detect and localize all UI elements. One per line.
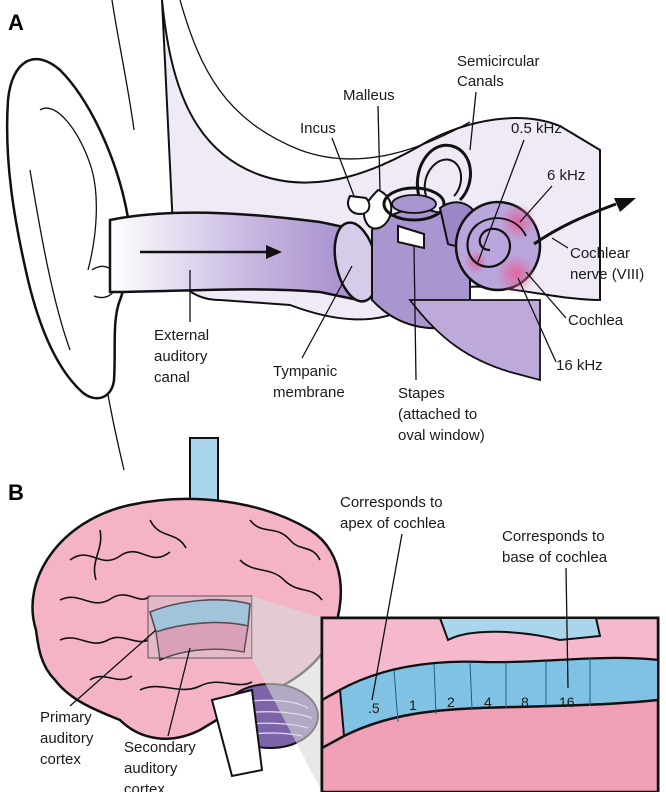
tonotopy-label: 16 xyxy=(559,694,575,710)
secondary-cortex-label: Secondary auditory cortex xyxy=(124,739,200,792)
panel-b-label: B xyxy=(8,480,24,505)
semicircular-canal xyxy=(392,195,436,213)
semicircular-canals-label: Semicircular Canals xyxy=(457,53,544,90)
incus xyxy=(348,196,369,214)
tonotopy-label: 4 xyxy=(484,694,492,710)
malleus-label: Malleus xyxy=(343,87,395,104)
external-canal xyxy=(110,213,358,300)
khz-05-label: 0.5 kHz xyxy=(511,120,562,137)
eustachian-tube xyxy=(410,300,540,380)
stapes-label: Stapes (attached to oval window) xyxy=(398,385,485,444)
tonotopy-label: 2 xyxy=(447,694,455,710)
primary-cortex-label: Primary auditory cortex xyxy=(40,709,98,768)
zoom-box xyxy=(148,596,252,658)
cochlea-label: Cochlea xyxy=(568,312,624,329)
head-contour xyxy=(112,0,134,130)
brainstem xyxy=(212,690,262,776)
brain-panel: B xyxy=(8,438,658,792)
base-label: Corresponds to base of cochlea xyxy=(502,528,609,566)
tonotopy-label: 8 xyxy=(521,694,529,710)
khz-6-label: 6 kHz xyxy=(547,167,585,184)
external-canal-label: External auditory canal xyxy=(154,327,213,386)
tonotopy-label: .5 xyxy=(368,700,380,716)
panel-a-label: A xyxy=(8,10,24,35)
apex-label: Corresponds to apex of cochlea xyxy=(340,494,447,532)
cortex-inset: .5 1 2 4 8 16 xyxy=(322,618,658,792)
ear-panel: A xyxy=(7,0,644,470)
incus-label: Incus xyxy=(300,120,336,137)
khz-16-label: 16 kHz xyxy=(556,357,603,374)
nerve-arrowhead xyxy=(614,198,636,212)
tympanic-membrane-label: Tympanic membrane xyxy=(273,363,345,401)
tonotopy-label: 1 xyxy=(409,697,417,713)
